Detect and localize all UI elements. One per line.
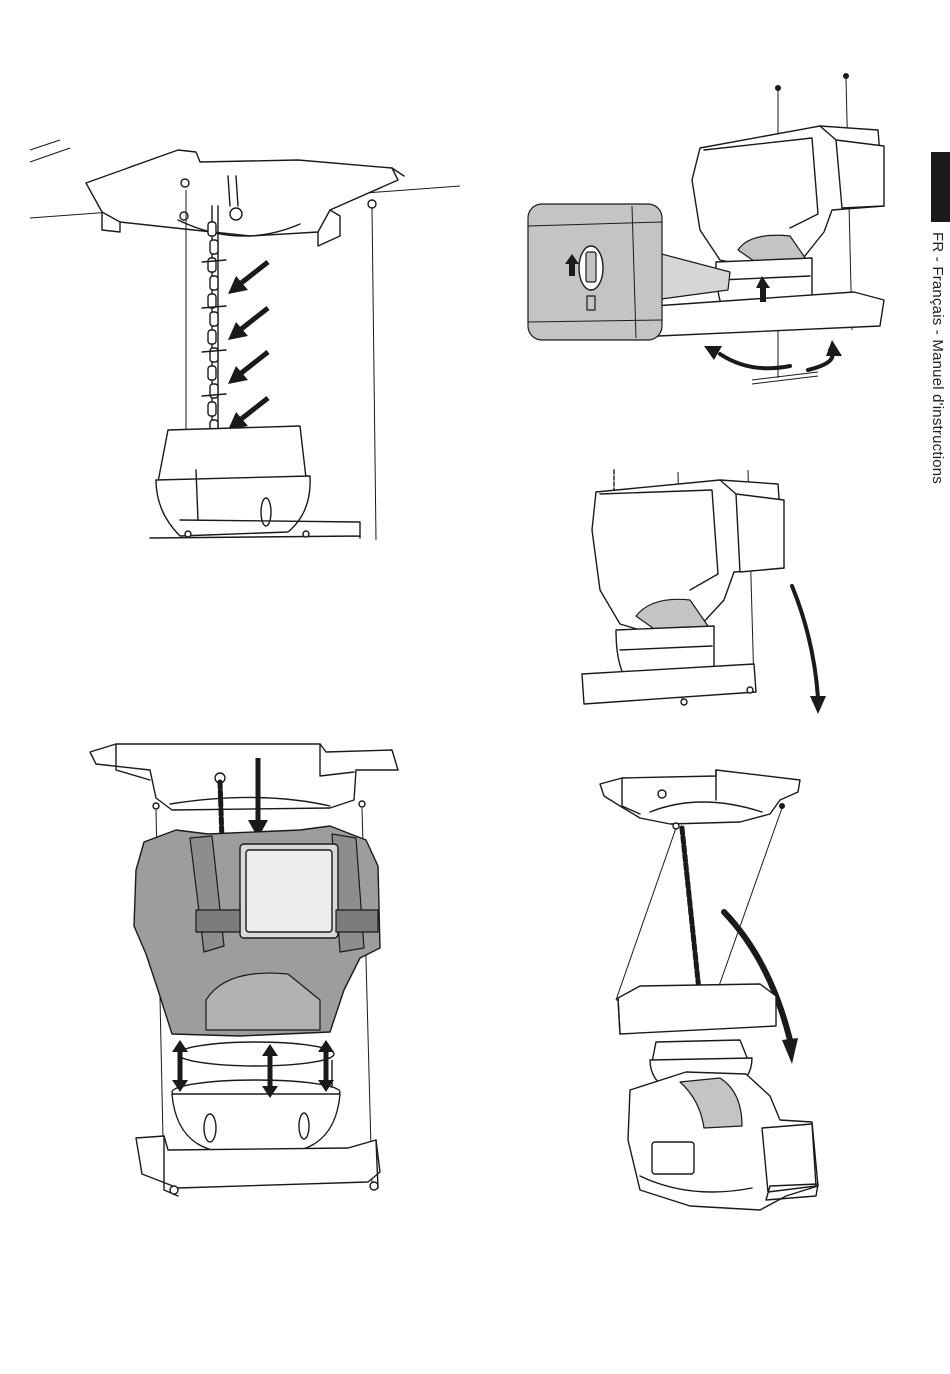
arrow-icon [228, 262, 268, 430]
figure-camera-hang [600, 770, 818, 1210]
figure-camera-tilt [582, 470, 826, 714]
figure-camera-mount [90, 744, 398, 1196]
chain [208, 222, 218, 434]
figure-chain-ceiling [30, 140, 460, 540]
figure-camera-release [528, 73, 884, 384]
